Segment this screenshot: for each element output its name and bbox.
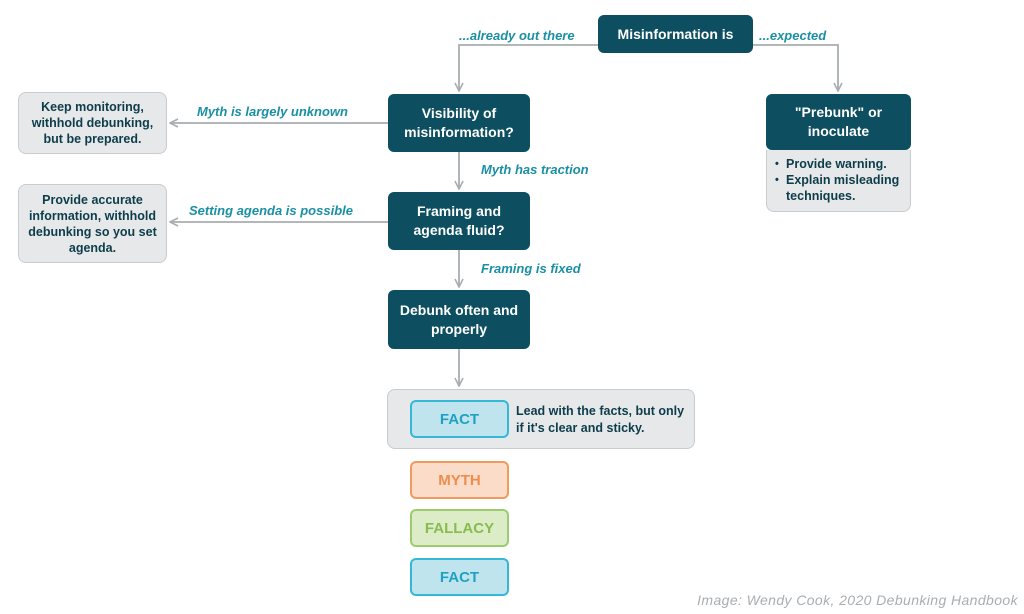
- fallacy-tag: FALLACY: [410, 509, 509, 547]
- bullet-item: Provide warning.: [775, 156, 904, 172]
- node-prebunk: "Prebunk" or inoculate: [766, 94, 911, 150]
- fact-tag-bottom: FACT: [410, 558, 509, 596]
- myth-tag: MYTH: [410, 461, 509, 499]
- node-debunk: Debunk often and properly: [388, 290, 530, 349]
- edge-to-prebunk: [753, 44, 838, 91]
- node-framing: Framing and agenda fluid?: [388, 192, 530, 250]
- edge-label-setting-agenda: Setting agenda is possible: [189, 203, 353, 218]
- fact-panel: [387, 389, 695, 449]
- edge-label-myth-traction: Myth has traction: [481, 162, 589, 177]
- node-keep-monitoring: Keep monitoring, withhold debunking, but…: [18, 92, 167, 154]
- edge-to-visibility: [459, 44, 598, 91]
- node-misinformation-is: Misinformation is: [598, 15, 753, 53]
- node-provide-accurate: Provide accurate information, withhold d…: [18, 184, 167, 263]
- edge-label-already-out-there: ...already out there: [459, 28, 575, 43]
- bullet-item: Explain misleading techniques.: [775, 172, 904, 204]
- fact-tag: FACT: [410, 400, 509, 438]
- edge-label-framing-fixed: Framing is fixed: [481, 261, 581, 276]
- fact-panel-text: Lead with the facts, but only if it's cl…: [516, 404, 685, 435]
- prebunk-bullets: Provide warning. Explain misleading tech…: [766, 150, 911, 212]
- edge-label-expected: ...expected: [759, 28, 827, 43]
- node-visibility: Visibility of misinformation?: [388, 94, 530, 152]
- image-credit: Image: Wendy Cook, 2020 Debunking Handbo…: [697, 592, 1018, 608]
- edge-label-myth-unknown: Myth is largely unknown: [197, 104, 348, 119]
